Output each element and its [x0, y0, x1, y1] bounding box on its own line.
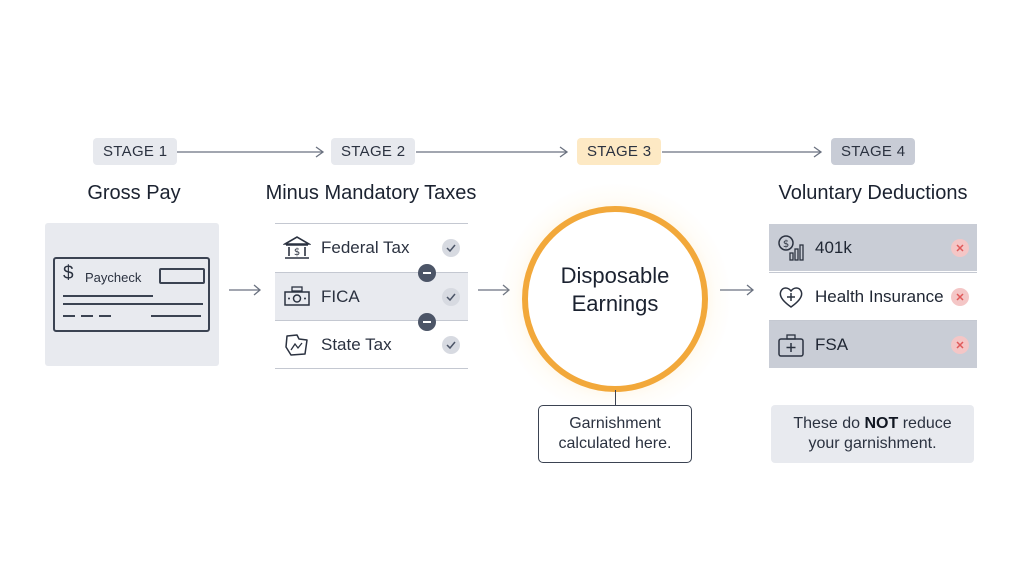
- tax-divider: [275, 320, 468, 321]
- tax-list-top-border: [275, 223, 468, 224]
- voluntary-deductions-title: Voluntary Deductions: [778, 182, 968, 204]
- retirement-chart-icon: $: [778, 235, 804, 261]
- heart-plus-icon: [779, 287, 803, 308]
- cash-icon: [284, 286, 310, 306]
- svg-text:$: $: [294, 247, 300, 258]
- note-prefix: These do: [793, 415, 865, 432]
- disposable-earnings-circle: [522, 206, 708, 392]
- svg-text:$: $: [783, 239, 789, 250]
- voluntary-label: FSA: [815, 335, 849, 354]
- tax-row-fica: FICA: [275, 273, 468, 320]
- state-map-icon: [285, 334, 308, 356]
- stage-arrow-3-4: [662, 146, 823, 158]
- checkmark-icon: [442, 288, 460, 306]
- voluntary-divider: [769, 272, 977, 273]
- stage-4-badge: STAGE 4: [831, 138, 916, 165]
- remove-x-icon: [951, 239, 969, 257]
- amount-box: [159, 268, 205, 284]
- voluntary-row-401k: $ 401k: [769, 224, 977, 271]
- minus-icon: [418, 264, 436, 282]
- gross-pay-card: $ Paycheck: [45, 223, 219, 366]
- remove-x-icon: [951, 336, 969, 354]
- remove-x-icon: [951, 288, 969, 306]
- tax-row-state: State Tax: [275, 321, 468, 368]
- voluntary-row-fsa: FSA: [769, 321, 977, 368]
- gross-pay-title: Gross Pay: [87, 182, 181, 204]
- check-line: [63, 315, 75, 317]
- check-line: [151, 315, 201, 317]
- voluntary-label: 401k: [815, 238, 852, 257]
- check-line: [63, 303, 203, 305]
- stage-3-badge: STAGE 3: [577, 138, 662, 165]
- minus-icon: [418, 313, 436, 331]
- stage-1-badge: STAGE 1: [93, 138, 178, 165]
- disposable-earnings-label: Disposable Earnings: [522, 262, 708, 318]
- tax-divider: [275, 272, 468, 273]
- checkmark-icon: [442, 239, 460, 257]
- voluntary-divider: [769, 320, 977, 321]
- stage-2-badge: STAGE 2: [331, 138, 416, 165]
- medical-kit-icon: [778, 334, 804, 357]
- tax-label: FICA: [321, 287, 360, 306]
- checkmark-icon: [442, 336, 460, 354]
- stage-arrow-1-2: [177, 146, 325, 158]
- garnishment-line-2: calculated here.: [558, 435, 672, 452]
- voluntary-note: These do NOT reduce your garnishment.: [771, 405, 974, 463]
- callout-connector: [615, 390, 616, 405]
- dollar-icon: $: [63, 263, 74, 284]
- note-emphasis: NOT: [864, 415, 899, 432]
- check-line: [99, 315, 111, 317]
- garnishment-line-1: Garnishment: [569, 415, 661, 432]
- flow-arrow: [720, 284, 755, 296]
- flow-arrow: [229, 284, 262, 296]
- paycheck-label: Paycheck: [85, 270, 142, 285]
- bank-icon: $: [283, 236, 311, 259]
- tax-row-federal: $ Federal Tax: [275, 224, 468, 271]
- tax-list-bottom-border: [275, 368, 468, 369]
- tax-label: Federal Tax: [321, 238, 410, 257]
- paycheck-illustration: $ Paycheck: [53, 257, 210, 332]
- check-line: [63, 295, 153, 297]
- disposable-line-1: Disposable: [560, 263, 670, 288]
- voluntary-label: Health Insurance: [815, 287, 944, 306]
- voluntary-note-line-1: These do NOT reduce: [771, 414, 974, 434]
- garnishment-callout: Garnishment calculated here.: [538, 405, 692, 463]
- voluntary-row-health: Health Insurance: [769, 273, 977, 320]
- stage-arrow-2-3: [416, 146, 569, 158]
- check-line: [81, 315, 93, 317]
- disposable-line-2: Earnings: [571, 291, 659, 316]
- note-suffix: reduce: [898, 415, 952, 432]
- tax-label: State Tax: [321, 335, 392, 354]
- voluntary-note-line-2: your garnishment.: [808, 435, 937, 452]
- mandatory-taxes-title: Minus Mandatory Taxes: [265, 182, 477, 204]
